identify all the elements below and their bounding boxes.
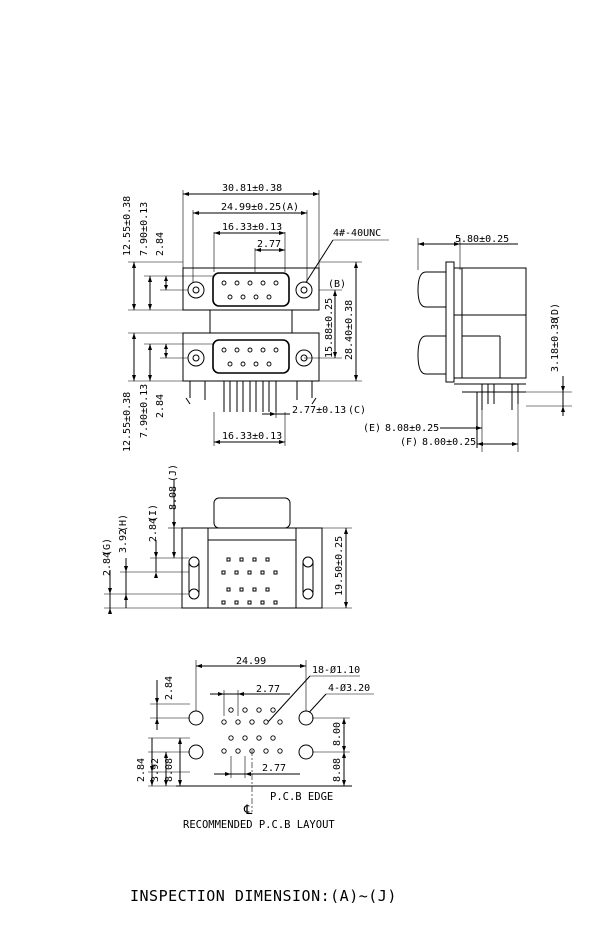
dim-depth: 19.50±0.25 xyxy=(334,536,345,596)
dim-left-bottom-small: 2.84 xyxy=(155,394,166,418)
dim-top-pitch: 2.77 xyxy=(257,239,281,250)
dim-side-top: 5.80±0.25 xyxy=(455,234,509,245)
dim-c-tag: (C) xyxy=(348,405,366,416)
front-view: 30.81±0.38 24.99±0.25 (A) 16.33±0.13 2.7… xyxy=(122,183,389,452)
pcb-dim-left-b3: 8.08 xyxy=(164,758,175,782)
pcb-dim-width: 24.99 xyxy=(236,656,266,667)
upper-flange xyxy=(182,267,320,311)
dim-h: 3.92 xyxy=(118,529,129,553)
dim-right-inner: 15.88±0.25 xyxy=(324,298,335,358)
pcb-dim-right-top: 8.00 xyxy=(332,722,343,746)
dim-g: 2.84 xyxy=(102,552,113,576)
bottom-pin-grid xyxy=(221,557,278,605)
dim-f: 8.00±0.25 xyxy=(422,437,476,448)
dim-bottom-pin-span: 16.33±0.13 xyxy=(222,431,282,442)
pcb-dim-right-bottom: 8.08 xyxy=(332,758,343,782)
dim-e: 8.08±0.25 xyxy=(385,423,439,434)
dim-overall-width: 30.81±0.38 xyxy=(222,183,282,194)
dim-d-tag: (D) xyxy=(550,303,561,321)
dim-right-overall: 28.40±0.38 xyxy=(344,300,355,360)
dim-g-tag: (G) xyxy=(102,538,113,556)
pcb-dim-holes-large: 4-Ø3.20 xyxy=(328,682,370,694)
dim-left-top-height: 12.55±0.38 xyxy=(122,196,133,256)
dim-left-top-small: 2.84 xyxy=(155,232,166,256)
dim-a-tag: (A) xyxy=(281,202,299,213)
pcb-dim-left-b1: 2.84 xyxy=(136,758,147,782)
upper-d-shell xyxy=(212,272,290,307)
dim-d: 3.18±0.38 xyxy=(550,318,561,372)
inspection-title: INSPECTION DIMENSION:(A)~(J) xyxy=(130,887,397,905)
dim-left-bottom-mid: 7.90±0.13 xyxy=(139,384,150,438)
dim-top-pin-span: 16.33±0.13 xyxy=(222,222,282,233)
dim-e-tag: (E) xyxy=(363,423,381,434)
pcb-edge-label: P.C.B EDGE xyxy=(270,791,333,803)
dim-f-tag: (F) xyxy=(400,437,418,448)
pcb-dim-left-b2: 3.92 xyxy=(150,758,161,782)
pcb-caption: RECOMMENDED P.C.B LAYOUT xyxy=(183,819,335,831)
bottom-view: (J) 8.08 (I) 2.84 (H) 3.92 (G) 2.84 19.5… xyxy=(102,464,352,614)
pcb-centerline-symbol: ℄ xyxy=(243,803,253,818)
dim-screw: 4#-40UNC xyxy=(333,228,381,239)
dim-j-tag: (J) xyxy=(168,464,179,482)
dim-a: 24.99±0.25 xyxy=(221,202,281,213)
side-view: 5.80±0.25 (D) 3.18±0.38 (E) xyxy=(363,234,572,452)
dim-left-bottom-height: 12.55±0.38 xyxy=(122,392,133,452)
pcb-dim-holes-small: 18-Ø1.10 xyxy=(312,664,360,676)
pcb-dim-left-top: 2.84 xyxy=(164,676,175,700)
pcb-dim-top-pitch: 2.77 xyxy=(256,684,280,695)
pcb-dim-bottom-pitch: 2.77 xyxy=(262,763,286,774)
dim-i-tag: (I) xyxy=(148,504,159,522)
pcb-pin-holes xyxy=(221,707,283,754)
dim-b-tag: (B) xyxy=(328,279,346,290)
lower-flange xyxy=(182,332,320,382)
dim-left-top-mid: 7.90±0.13 xyxy=(139,202,150,256)
pcb-layout: 24.99 18-Ø1.10 4-Ø3.20 2.77 xyxy=(136,656,374,831)
dim-h-tag: (H) xyxy=(118,514,129,532)
dim-i: 2.84 xyxy=(148,518,159,542)
dim-c: 2.77±0.13 xyxy=(292,405,346,416)
dim-j: 8.08 xyxy=(168,486,179,510)
lower-d-shell xyxy=(212,339,290,374)
